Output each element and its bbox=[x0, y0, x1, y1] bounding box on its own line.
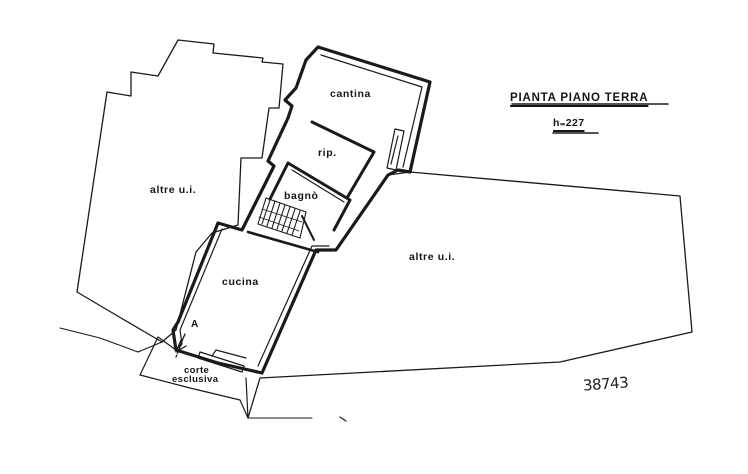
drawing-title: PIANTA PIANO TERRA bbox=[510, 92, 649, 104]
room-label-cantina: cantina bbox=[330, 88, 371, 100]
room-label-altre-ui-right: altre u.i. bbox=[409, 251, 456, 263]
stair bbox=[257, 197, 315, 241]
room-label-cucina: cucina bbox=[222, 276, 259, 288]
bagno-walls bbox=[268, 161, 352, 232]
section-arrow-a bbox=[175, 333, 187, 358]
door-cucina bbox=[197, 349, 247, 373]
reference-number: 38743 bbox=[582, 373, 629, 395]
room-label-bagno: bagnò bbox=[284, 190, 319, 202]
corte-esclusiva-outline bbox=[139, 336, 249, 419]
room-label-ripostiglio: rip. bbox=[318, 147, 337, 159]
tick-mark bbox=[339, 416, 347, 422]
unit-outer-wall bbox=[171, 45, 432, 375]
ground-line-left bbox=[59, 327, 163, 353]
cantina-partition bbox=[310, 120, 376, 200]
bagno-walls-inner bbox=[291, 169, 345, 203]
cucina-partition bbox=[246, 230, 320, 254]
room-label-corte-line2: esclusiva bbox=[172, 374, 219, 385]
room-label-corte-line1: corte bbox=[184, 365, 210, 376]
neighbour-unit-left-outline bbox=[76, 39, 284, 343]
neighbour-unit-right-outline bbox=[247, 171, 693, 419]
height-note: h₌227 bbox=[553, 117, 585, 129]
room-label-altre-ui-left: altre u.i. bbox=[150, 184, 197, 196]
section-marker-a: A bbox=[191, 319, 199, 330]
unit-outer-wall-inner bbox=[179, 54, 423, 367]
window-right bbox=[386, 128, 405, 171]
